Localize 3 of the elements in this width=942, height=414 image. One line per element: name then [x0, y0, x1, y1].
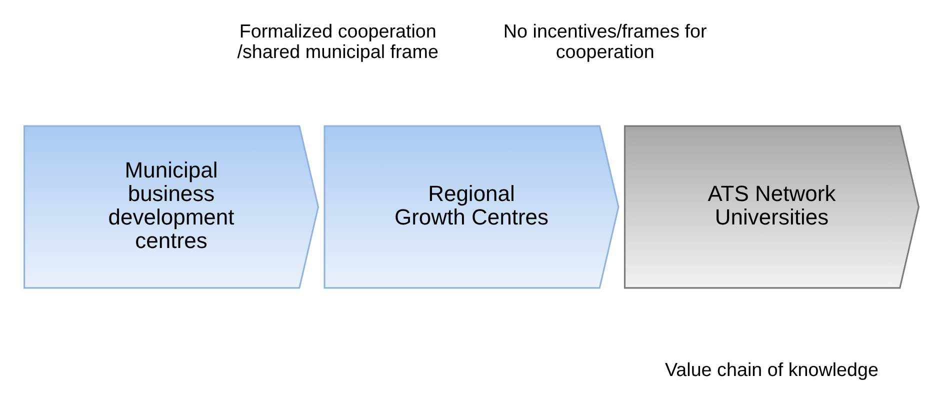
label: Value chain of knowledge — [664, 359, 878, 380]
label: No incentives/frames for cooperation — [502, 20, 706, 62]
label: Formalized cooperation /shared municipal frame — [236, 20, 438, 62]
